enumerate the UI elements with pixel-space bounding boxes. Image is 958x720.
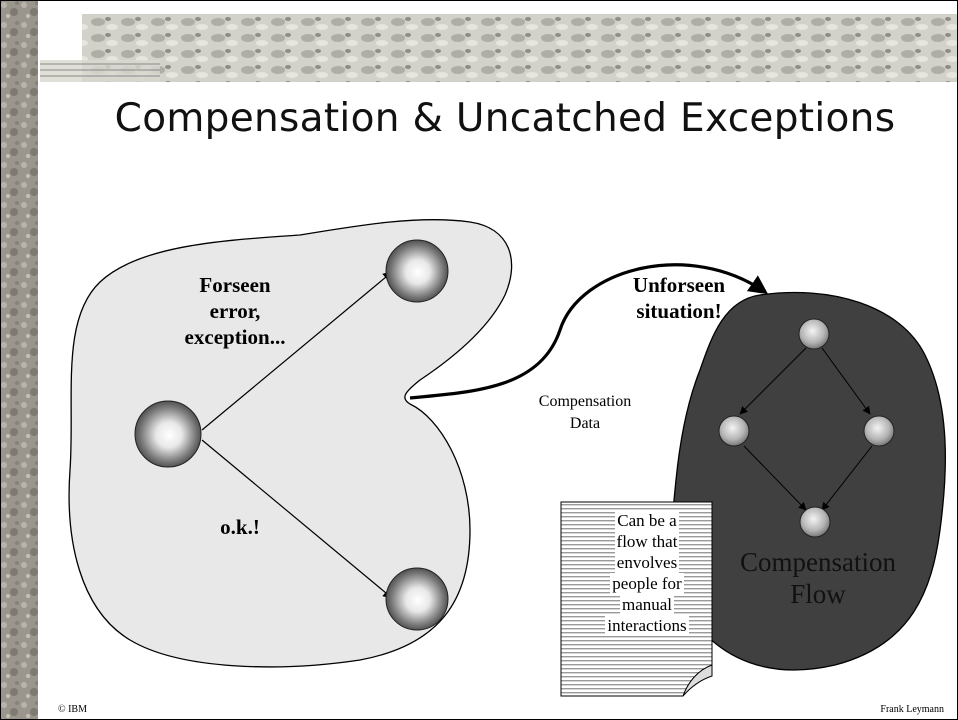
compensation-flow-blob — [671, 291, 946, 671]
compensation-data-line2: Data — [569, 415, 601, 432]
compensation-flow-line2: Flow — [790, 579, 846, 609]
foreseen-activity-node — [385, 239, 449, 303]
foreseen-label-line2: error, — [209, 299, 261, 323]
ok-activity-node — [385, 567, 449, 631]
note-line: envolves — [614, 552, 680, 573]
slide-title: Compensation & Uncatched Exceptions — [114, 96, 896, 141]
top-banner-texture — [82, 14, 958, 82]
footer-author: Frank Leymann — [880, 704, 944, 715]
note-text: Can be a flow that envolves people for m… — [584, 510, 710, 636]
footer-copyright: © IBM — [58, 704, 87, 715]
note-line: interactions — [605, 615, 689, 636]
unforeseen-label-line1: Unforseen — [632, 273, 726, 297]
left-border-texture — [0, 0, 38, 720]
compensation-data-line1: Compensation — [538, 393, 632, 410]
note-line: people for — [610, 573, 684, 594]
unforeseen-label: Unforseen situation! — [604, 272, 754, 324]
foreseen-label-line3: exception... — [184, 325, 286, 349]
note-line: Can be a — [615, 510, 679, 531]
compensation-data-label: Compensation Data — [510, 391, 660, 435]
foreseen-label: Forseen error, exception... — [160, 272, 310, 350]
process-blob — [68, 219, 513, 668]
note-line: manual — [619, 594, 675, 615]
comp-node-right — [863, 415, 895, 447]
comp-node-top — [798, 318, 830, 350]
comp-node-left — [718, 415, 750, 447]
ok-label: o.k.! — [220, 515, 260, 539]
unforeseen-label-line2: situation! — [636, 299, 722, 323]
unforeseen-arrow — [409, 263, 769, 400]
compensation-flow-line1: Compensation — [740, 547, 896, 577]
note-line: flow that — [614, 531, 680, 552]
start-activity-node — [134, 400, 202, 468]
compensation-flow-label: Compensation Flow — [718, 546, 918, 610]
foreseen-label-line1: Forseen — [199, 273, 271, 297]
comp-node-bottom — [799, 506, 831, 538]
arrow-to-foreseen — [201, 271, 393, 431]
arrow-to-ok — [201, 439, 393, 599]
